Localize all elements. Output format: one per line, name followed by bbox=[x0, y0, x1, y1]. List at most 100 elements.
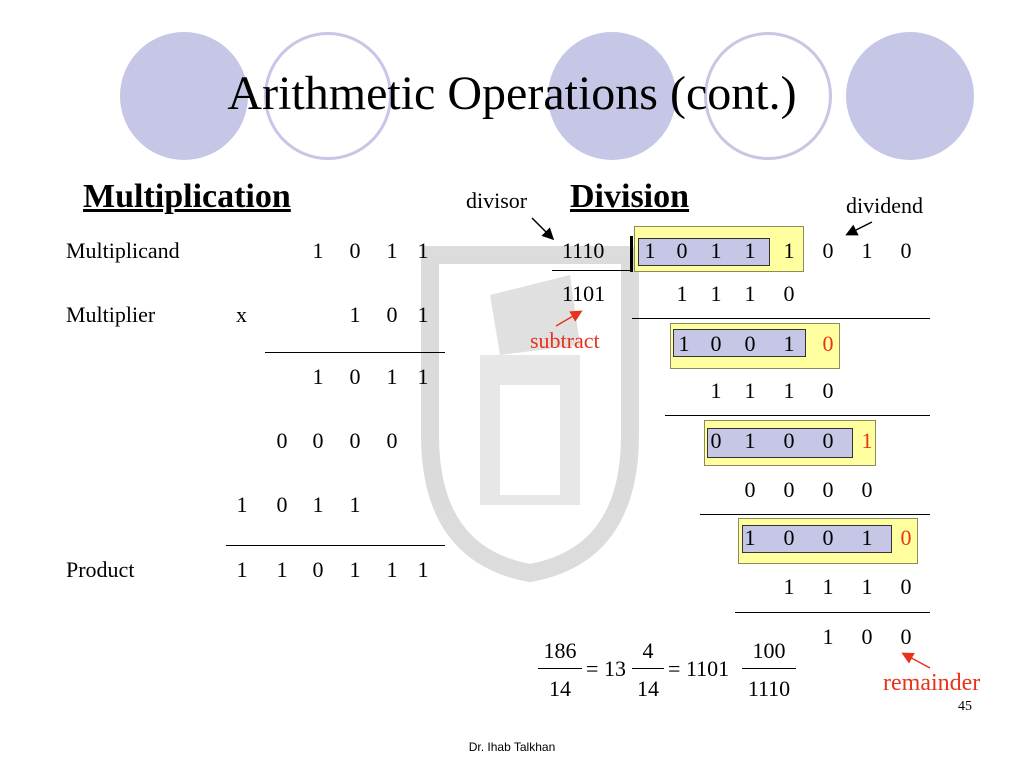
remainder-arrow bbox=[901, 652, 931, 669]
subtrahend-digit: 1 bbox=[822, 574, 834, 599]
multiplier-digit: 1 bbox=[349, 302, 361, 327]
eq-fraction3-numerator: 100 bbox=[752, 638, 786, 663]
partial-remainder-digit: 1 bbox=[678, 331, 690, 356]
eq-whole-1: 13 bbox=[604, 656, 626, 681]
final-remainder-digit: 0 bbox=[900, 624, 912, 649]
mult-rule-2 bbox=[226, 545, 445, 546]
eq-fraction2-numerator: 4 bbox=[642, 638, 654, 663]
partial-remainder-digit: 1 bbox=[744, 525, 756, 550]
times-symbol: x bbox=[236, 302, 247, 327]
division-rule-3 bbox=[700, 514, 930, 515]
dividend-annotation: dividend bbox=[846, 193, 923, 218]
dividend-digit: 1 bbox=[710, 238, 722, 263]
partial-product-digit: 0 bbox=[349, 428, 361, 453]
partial-product-digit: 1 bbox=[386, 364, 398, 389]
eq-whole-2: 1101 bbox=[686, 656, 730, 681]
subtrahend-digit: 1 bbox=[710, 378, 722, 403]
product-digit: 1 bbox=[349, 557, 361, 582]
dividend-digit: 0 bbox=[822, 238, 834, 263]
remainder-annotation: remainder bbox=[883, 670, 981, 696]
multiplicand-digit: 1 bbox=[312, 238, 324, 263]
division-heading: Division bbox=[570, 178, 690, 215]
dividend-digit: 1 bbox=[783, 238, 795, 263]
partial-remainder-digit: 0 bbox=[744, 331, 756, 356]
eq-equals-2: = bbox=[668, 656, 681, 681]
subtrahend-digit: 0 bbox=[783, 477, 795, 502]
subtrahend-digit: 0 bbox=[861, 477, 873, 502]
dividend-first-group bbox=[638, 238, 770, 266]
product-label: Product bbox=[66, 557, 135, 582]
subtrahend-digit: 0 bbox=[900, 574, 912, 599]
decor-circle-5 bbox=[846, 32, 974, 160]
subtrahend-digit: 0 bbox=[744, 477, 756, 502]
dividend-digit: 1 bbox=[861, 238, 873, 263]
eq-fraction3-bar bbox=[742, 668, 796, 669]
divisor-value: 1110 bbox=[562, 238, 605, 263]
product-digit: 1 bbox=[417, 557, 429, 582]
partial-remainder-digit: 0 bbox=[710, 331, 722, 356]
multiplicand-label: Multiplicand bbox=[66, 238, 180, 263]
division-bracket-top bbox=[552, 270, 632, 271]
partial-remainder-digit: 0 bbox=[822, 525, 834, 550]
final-remainder-digit: 0 bbox=[861, 624, 873, 649]
university-logo-watermark bbox=[421, 246, 639, 583]
step3-remainder-box bbox=[707, 428, 853, 458]
eq-equals-1: = bbox=[586, 656, 599, 681]
brought-down-digit: 1 bbox=[861, 428, 873, 453]
partial-remainder-digit: 0 bbox=[710, 428, 722, 453]
subtrahend-digit: 1 bbox=[783, 574, 795, 599]
partial-product-digit: 1 bbox=[312, 364, 324, 389]
eq-fraction1-bar bbox=[538, 668, 582, 669]
partial-remainder-digit: 1 bbox=[783, 331, 795, 356]
brought-down-digit: 0 bbox=[900, 525, 912, 550]
final-remainder-digit: 1 bbox=[822, 624, 834, 649]
eq-fraction1-numerator: 186 bbox=[543, 638, 577, 663]
multiplier-digit: 0 bbox=[386, 302, 398, 327]
dividend-digit: 0 bbox=[900, 238, 912, 263]
divisor-annotation: divisor bbox=[466, 188, 528, 213]
dividend-arrow bbox=[845, 221, 873, 236]
page-number: 45 bbox=[958, 699, 972, 714]
decor-circle-4 bbox=[704, 32, 832, 160]
subtrahend-digit: 1 bbox=[861, 574, 873, 599]
partial-product-digit: 0 bbox=[276, 492, 288, 517]
partial-remainder-digit: 0 bbox=[783, 525, 795, 550]
multiplicand-digit: 1 bbox=[417, 238, 429, 263]
divisor-arrow bbox=[531, 217, 555, 241]
subtrahend-digit: 1 bbox=[783, 378, 795, 403]
step4-remainder-box bbox=[742, 525, 892, 553]
division-rule-4 bbox=[735, 612, 930, 613]
subtrahend-digit: 0 bbox=[822, 378, 834, 403]
subtract-annotation: subtract bbox=[530, 328, 600, 353]
eq-fraction1-denominator: 14 bbox=[549, 676, 571, 701]
slide-title: Arithmetic Operations (cont.) bbox=[227, 67, 797, 120]
eq-fraction3-denominator: 1110 bbox=[747, 676, 791, 701]
subtrahend-digit: 1 bbox=[676, 281, 688, 306]
partial-product-digit: 0 bbox=[312, 428, 324, 453]
multiplier-digit: 1 bbox=[417, 302, 429, 327]
partial-product-digit: 0 bbox=[386, 428, 398, 453]
product-digit: 1 bbox=[386, 557, 398, 582]
division-rule-2 bbox=[665, 415, 930, 416]
division-rule-1 bbox=[632, 318, 930, 319]
decor-circle-1 bbox=[120, 32, 248, 160]
mult-rule-1 bbox=[265, 352, 445, 353]
partial-remainder-digit: 0 bbox=[783, 428, 795, 453]
subtract-arrow bbox=[555, 310, 583, 327]
subtrahend-digit: 1 bbox=[710, 281, 722, 306]
product-digit: 1 bbox=[276, 557, 288, 582]
partial-product-digit: 1 bbox=[312, 492, 324, 517]
partial-product-digit: 0 bbox=[349, 364, 361, 389]
decor-circle-2 bbox=[264, 32, 392, 160]
partial-product-digit: 1 bbox=[349, 492, 361, 517]
multiplier-label: Multiplier bbox=[66, 302, 156, 327]
dividend-digit: 1 bbox=[744, 238, 756, 263]
step2-remainder-box bbox=[673, 329, 806, 357]
partial-remainder-digit: 0 bbox=[822, 428, 834, 453]
subtrahend-digit: 0 bbox=[783, 281, 795, 306]
partial-remainder-digit: 1 bbox=[861, 525, 873, 550]
multiplicand-digit: 1 bbox=[386, 238, 398, 263]
product-digit: 0 bbox=[312, 557, 324, 582]
product-digit: 1 bbox=[236, 557, 248, 582]
